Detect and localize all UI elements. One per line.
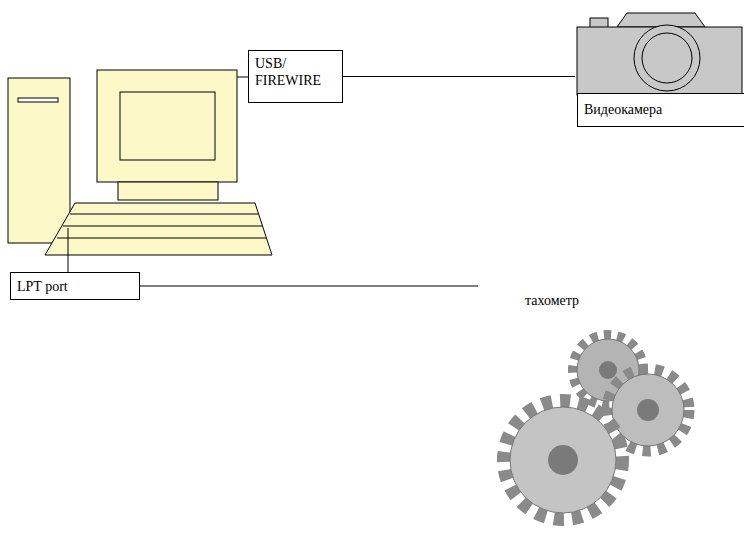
wire xyxy=(140,286,478,287)
keyboard-row xyxy=(57,238,266,239)
monitor-stand xyxy=(118,182,218,200)
monitor-screen xyxy=(120,92,215,160)
port-box: LPT port xyxy=(10,272,140,300)
keyboard xyxy=(45,203,272,255)
wire xyxy=(237,77,248,78)
node-label: USB/ FIREWIRE xyxy=(255,55,336,89)
gear-hub xyxy=(599,361,617,379)
gear-body xyxy=(612,374,684,446)
monitor xyxy=(97,70,237,182)
keyboard-row xyxy=(70,214,258,215)
node-label: LPT port xyxy=(17,278,133,295)
gear-teeth xyxy=(505,402,621,518)
camera-top xyxy=(617,13,705,27)
gear xyxy=(505,402,621,518)
gear-hub xyxy=(637,399,659,421)
camera-lens-inner xyxy=(642,33,692,83)
wire xyxy=(68,228,69,272)
label-holder: тахометр xyxy=(525,292,645,309)
keyboard-row xyxy=(63,226,262,227)
connector-line xyxy=(140,286,478,287)
computer-tower xyxy=(8,78,70,243)
drive-slot xyxy=(18,98,58,102)
port-box: USB/ FIREWIRE xyxy=(248,50,343,103)
gears-icon xyxy=(478,292,703,545)
gear-hub xyxy=(548,445,578,475)
camera-node: Видеокамера xyxy=(575,10,744,127)
node-label: Видеокамера xyxy=(584,101,739,118)
tachometer-node: тахометр xyxy=(478,292,703,545)
camera-lens xyxy=(634,25,700,91)
gear-body xyxy=(510,407,616,513)
connector-line xyxy=(343,76,575,77)
node-label: тахометр xyxy=(525,292,645,309)
camera-label-box: Видеокамера xyxy=(577,93,744,127)
wire xyxy=(343,76,575,77)
